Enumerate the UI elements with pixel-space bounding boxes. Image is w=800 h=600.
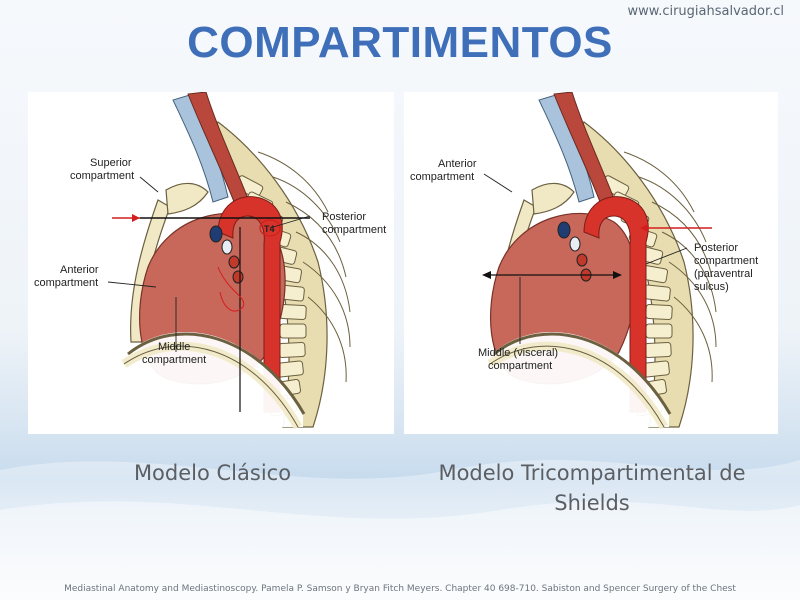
- superior-label-line2: compartment: [70, 170, 134, 182]
- shields-caption-line1: Modelo Tricompartimental de: [438, 461, 746, 485]
- classic-model-illustration: T4 Superior compartment Posterior compar…: [34, 92, 386, 430]
- classic-model-diagram: T4 Superior compartment Posterior compar…: [28, 92, 394, 434]
- citation-footer: Mediastinal Anatomy and Mediastinoscopy.…: [64, 584, 736, 594]
- website-url[interactable]: www.cirugiahsalvador.cl: [627, 4, 784, 19]
- shields-model-caption: Modelo Tricompartimental de Shields: [416, 458, 768, 518]
- shields-posterior-label-line2: compartment: [694, 255, 758, 267]
- shields-anterior-label-line2: compartment: [410, 171, 474, 183]
- shields-middle-label-line1: Middle (visceral): [478, 347, 558, 359]
- shields-middle-label-line2: compartment: [488, 360, 552, 372]
- middle-label-line1: Middle: [158, 341, 190, 353]
- shields-model-illustration: Anterior compartment Posterior compartme…: [410, 92, 758, 430]
- slide-title: COMPARTIMENTOS: [187, 18, 613, 67]
- classic-model-caption: Modelo Clásico: [133, 461, 292, 485]
- middle-label-line2: compartment: [142, 354, 206, 366]
- shields-posterior-label-line3: (paraventral: [694, 268, 753, 280]
- anterior-label-line1: Anterior: [60, 264, 99, 276]
- t4-marker: T4: [264, 224, 275, 234]
- shields-posterior-label-line1: Posterior: [694, 242, 738, 254]
- shields-posterior-label-line4: sulcus): [694, 281, 729, 293]
- anterior-label-line2: compartment: [34, 277, 98, 289]
- shields-anterior-label-line1: Anterior: [438, 158, 477, 170]
- superior-label-line1: Superior: [90, 157, 132, 169]
- posterior-label-line2: compartment: [322, 224, 386, 236]
- shields-model-diagram: Anterior compartment Posterior compartme…: [404, 92, 778, 434]
- posterior-label-line1: Posterior: [322, 211, 366, 223]
- shields-caption-line2: Shields: [554, 491, 630, 515]
